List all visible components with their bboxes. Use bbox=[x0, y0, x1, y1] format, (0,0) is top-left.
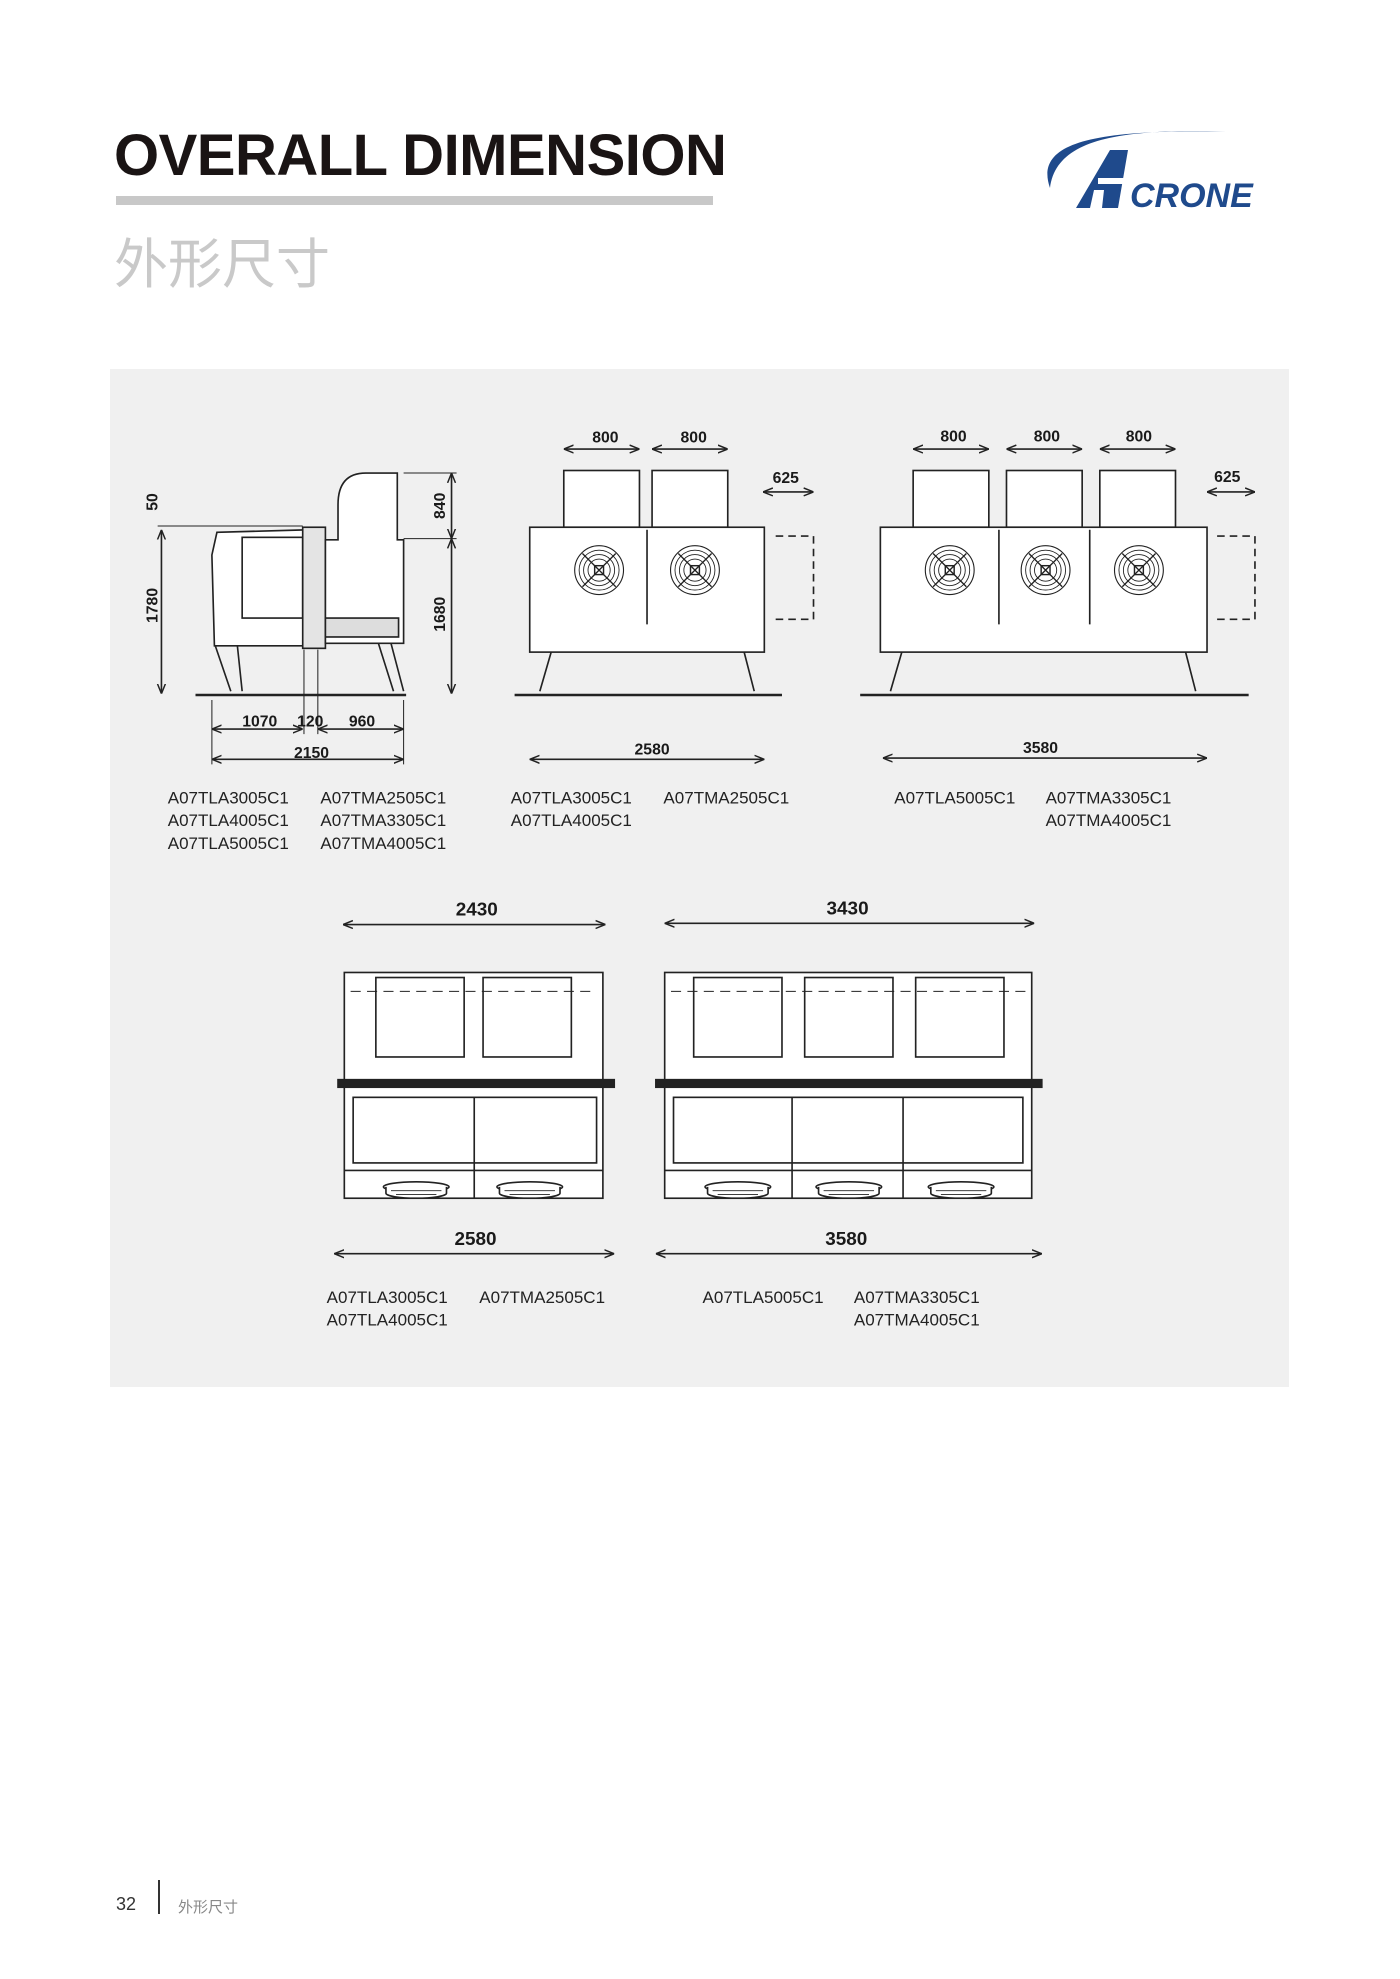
page-number: 32 bbox=[116, 1894, 137, 1914]
model-label: A07TLA4005C1 bbox=[168, 811, 289, 830]
model-label: A07TLA4005C1 bbox=[511, 811, 632, 830]
top-view-3-drawing bbox=[655, 923, 1043, 1253]
model-label: A07TMA4005C1 bbox=[1046, 811, 1172, 830]
dim-outlet: 800 bbox=[592, 430, 619, 447]
model-label: A07TLA5005C1 bbox=[703, 1288, 824, 1307]
dim-height-total: 1780 bbox=[145, 588, 162, 623]
page-title: OVERALL DIMENSION bbox=[114, 123, 727, 188]
logo-text: CRONE bbox=[1130, 177, 1254, 212]
model-label: A07TMA3305C1 bbox=[1046, 788, 1172, 807]
dim-outlet: 800 bbox=[940, 428, 967, 445]
dim-total-width: 2150 bbox=[294, 745, 329, 762]
dim-top-offset: 50 bbox=[145, 493, 162, 511]
footer-divider bbox=[158, 1880, 160, 1914]
dim-outlet: 800 bbox=[681, 430, 708, 447]
front-view-3-drawing bbox=[860, 449, 1256, 758]
dim-base-width: 2580 bbox=[454, 1229, 496, 1250]
dim-width: 3580 bbox=[1023, 740, 1058, 757]
model-label: A07TLA3005C1 bbox=[511, 788, 632, 807]
top-view-2-drawing bbox=[334, 925, 616, 1254]
dim-mid-width: 120 bbox=[297, 714, 324, 731]
model-label: A07TLA3005C1 bbox=[168, 788, 289, 807]
model-label: A07TLA4005C1 bbox=[327, 1311, 448, 1330]
model-label: A07TMA4005C1 bbox=[320, 834, 446, 853]
acrone-logo: CRONE bbox=[1047, 131, 1254, 212]
dim-base-width: 3580 bbox=[825, 1229, 867, 1250]
model-label: A07TMA2505C1 bbox=[479, 1288, 605, 1307]
front-view-2-drawing bbox=[514, 449, 815, 759]
dim-outlet: 800 bbox=[1126, 428, 1153, 445]
model-label: A07TLA5005C1 bbox=[894, 788, 1015, 807]
title-underline bbox=[116, 196, 713, 205]
side-view-drawing bbox=[158, 472, 457, 765]
model-label: A07TMA3305C1 bbox=[854, 1288, 980, 1307]
model-label: A07TMA3305C1 bbox=[320, 811, 446, 830]
dim-left-width: 1070 bbox=[242, 714, 277, 731]
footer-section: 外形尺寸 bbox=[178, 1898, 239, 1916]
dim-top-width: 2430 bbox=[456, 900, 498, 921]
dim-right-width: 960 bbox=[349, 714, 376, 731]
model-label: A07TLA3005C1 bbox=[327, 1288, 448, 1307]
dim-body-height: 1680 bbox=[432, 597, 449, 632]
dim-outlet: 800 bbox=[1034, 428, 1061, 445]
model-label: A07TMA2505C1 bbox=[320, 788, 446, 807]
model-label: A07TMA4005C1 bbox=[854, 1311, 980, 1330]
dim-width: 2580 bbox=[635, 741, 670, 758]
page-subtitle: 外形尺寸 bbox=[114, 233, 330, 296]
dim-duct-height: 840 bbox=[432, 492, 449, 519]
model-label: A07TMA2505C1 bbox=[663, 788, 789, 807]
dim-top-width: 3430 bbox=[827, 898, 869, 919]
dim-clearance: 625 bbox=[1214, 469, 1241, 486]
dim-clearance: 625 bbox=[773, 470, 800, 487]
model-label: A07TLA5005C1 bbox=[168, 834, 289, 853]
